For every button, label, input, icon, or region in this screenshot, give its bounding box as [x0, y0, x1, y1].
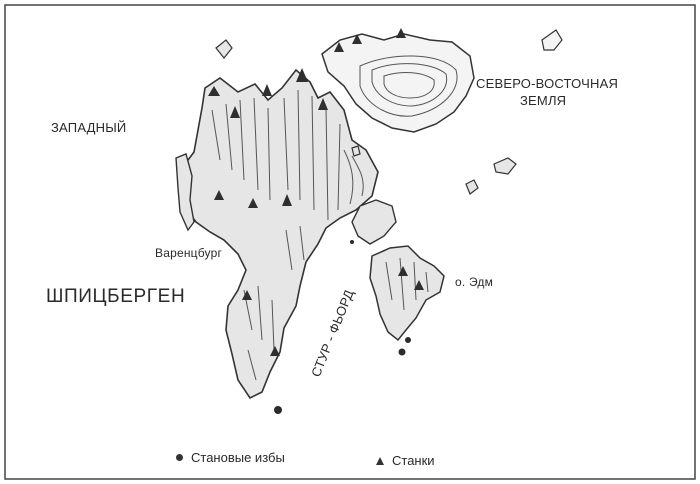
legend-huts: Становые избы — [176, 450, 285, 465]
edge-island — [369, 245, 445, 342]
label-barentsburg: Варенцбург — [155, 246, 223, 260]
relief-hatching-west — [211, 89, 364, 381]
hut-marker — [398, 348, 406, 356]
forland-island — [175, 153, 195, 232]
islet-kvitoya — [541, 29, 563, 51]
station-legend-icon — [376, 456, 384, 465]
map-frame — [4, 4, 696, 480]
hut-marker — [405, 337, 411, 343]
label-west: ЗАПАДНЫЙ — [51, 120, 127, 135]
hut-marker — [274, 406, 282, 414]
hut-marker — [350, 240, 354, 244]
legend-huts-label: Становые избы — [191, 450, 285, 465]
label-spitsbergen: ШПИЦБЕРГЕН — [46, 286, 186, 307]
barents-island — [351, 199, 397, 245]
hut-markers — [274, 240, 411, 414]
relief-hatching-edge — [385, 257, 429, 311]
dark-peaks-west — [208, 68, 328, 356]
label-northeast-line2: ЗЕМЛЯ — [520, 93, 567, 108]
dark-peaks-edge — [398, 266, 424, 290]
label-edge-island: о. Эдм — [455, 275, 494, 289]
islet-north — [215, 39, 233, 59]
west-spitsbergen-island — [181, 68, 379, 400]
legend-stations: Станки — [376, 453, 435, 468]
label-northeast-line1: СЕВЕРО-ВОСТОЧНАЯ — [476, 76, 619, 91]
hut-legend-icon — [176, 454, 183, 461]
ice-cap-contours — [359, 55, 458, 117]
islet-east-2 — [465, 179, 479, 195]
dark-peaks-ne — [334, 28, 406, 52]
islet-center — [351, 145, 361, 157]
legend-stations-label: Станки — [392, 453, 435, 468]
islet-east-1 — [493, 157, 517, 175]
